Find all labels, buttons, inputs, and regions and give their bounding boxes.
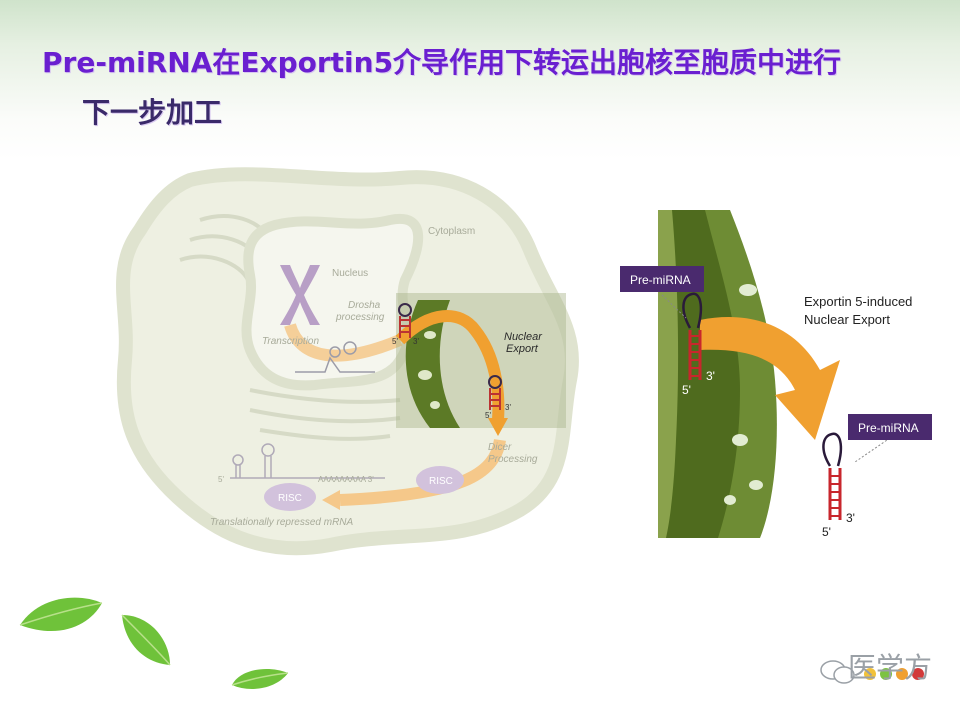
label-risc-1: RISC bbox=[278, 493, 302, 504]
label-exportin-line2: Nuclear Export bbox=[804, 312, 890, 327]
label-drosha-processing: processing bbox=[335, 312, 385, 323]
label-box-pre-mirna-bottom bbox=[848, 414, 932, 440]
export-arrow bbox=[395, 310, 505, 421]
cell-diagram: Cytoplasm Nucleus Drosha processing Tran… bbox=[116, 167, 579, 556]
watermark-text: 医学方 bbox=[847, 651, 932, 684]
wechat-icon bbox=[820, 660, 855, 684]
label-nucleus: Nucleus bbox=[332, 268, 368, 279]
pri-mirna bbox=[295, 341, 375, 373]
label-box-pre-mirna-top bbox=[620, 266, 704, 292]
label-exp-3prime: 3' bbox=[505, 403, 511, 412]
label-bottom-3prime: 3' bbox=[846, 511, 855, 525]
label-small-5prime: 5' bbox=[392, 337, 398, 346]
label-risc-2: RISC bbox=[429, 476, 453, 487]
label-dicer-processing: Processing bbox=[488, 454, 538, 465]
label-export: Export bbox=[506, 343, 539, 355]
chromosome-icon bbox=[280, 265, 320, 325]
pointer-line-top bbox=[661, 294, 687, 319]
label-cytoplasm: Cytoplasm bbox=[428, 226, 475, 237]
label-pre-mirna-top: Pre-miRNA bbox=[630, 273, 691, 287]
label-drosha: Drosha bbox=[348, 300, 381, 311]
colored-dots-icon bbox=[864, 668, 924, 680]
label-pre-mirna-bottom: Pre-miRNA bbox=[858, 421, 919, 435]
pointer-line-bottom bbox=[854, 437, 891, 463]
label-exp-5prime: 5' bbox=[485, 411, 491, 420]
label-dicer: Dicer bbox=[488, 442, 512, 453]
label-bottom-5prime: 5' bbox=[822, 525, 831, 539]
transcription-arrow bbox=[284, 322, 403, 362]
pre-mirna-hairpin-exported bbox=[488, 375, 502, 410]
nuclear-pores bbox=[724, 284, 763, 505]
leaf-icon bbox=[232, 669, 288, 689]
label-exportin-line1: Exportin 5-induced bbox=[804, 294, 912, 309]
title-line-2: 下一步加工 bbox=[82, 96, 223, 129]
export-detail-diagram: Pre-miRNA Pre-miRNA Exportin 5-induced N… bbox=[620, 210, 932, 539]
leaf-decoration bbox=[19, 597, 289, 689]
label-top-5prime: 5' bbox=[682, 383, 691, 397]
label-poly-a: AAAAAAAAA 3' bbox=[318, 475, 374, 484]
nuclear-membrane-segment bbox=[405, 300, 460, 428]
pre-mirna-hairpin-small bbox=[398, 303, 412, 338]
label-transcription: Transcription bbox=[262, 336, 319, 347]
label-small-3prime: 3' bbox=[413, 337, 419, 346]
watermark: 医学方 bbox=[818, 651, 932, 692]
mrna-hairpins bbox=[232, 443, 275, 478]
export-arrow-large bbox=[700, 317, 840, 440]
label-top-3prime: 3' bbox=[706, 369, 715, 383]
risc-complex-2 bbox=[416, 466, 464, 494]
risc-complex-1 bbox=[264, 483, 316, 511]
label-mrna-5prime: 5' bbox=[218, 475, 224, 484]
label-nuclear: Nuclear bbox=[504, 331, 543, 343]
pre-mirna-hairpin-top bbox=[682, 292, 703, 380]
pre-mirna-hairpin-bottom bbox=[822, 432, 843, 520]
label-repressed-mrna: Translationally repressed mRNA bbox=[210, 517, 354, 528]
slide-title: Pre-miRNA在Exportin5介导作用下转运出胞核至胞质中进行 下一步加… bbox=[42, 38, 932, 138]
leaf-icon bbox=[20, 597, 102, 632]
title-line-1: Pre-miRNA在Exportin5介导作用下转运出胞核至胞质中进行 bbox=[42, 46, 842, 79]
